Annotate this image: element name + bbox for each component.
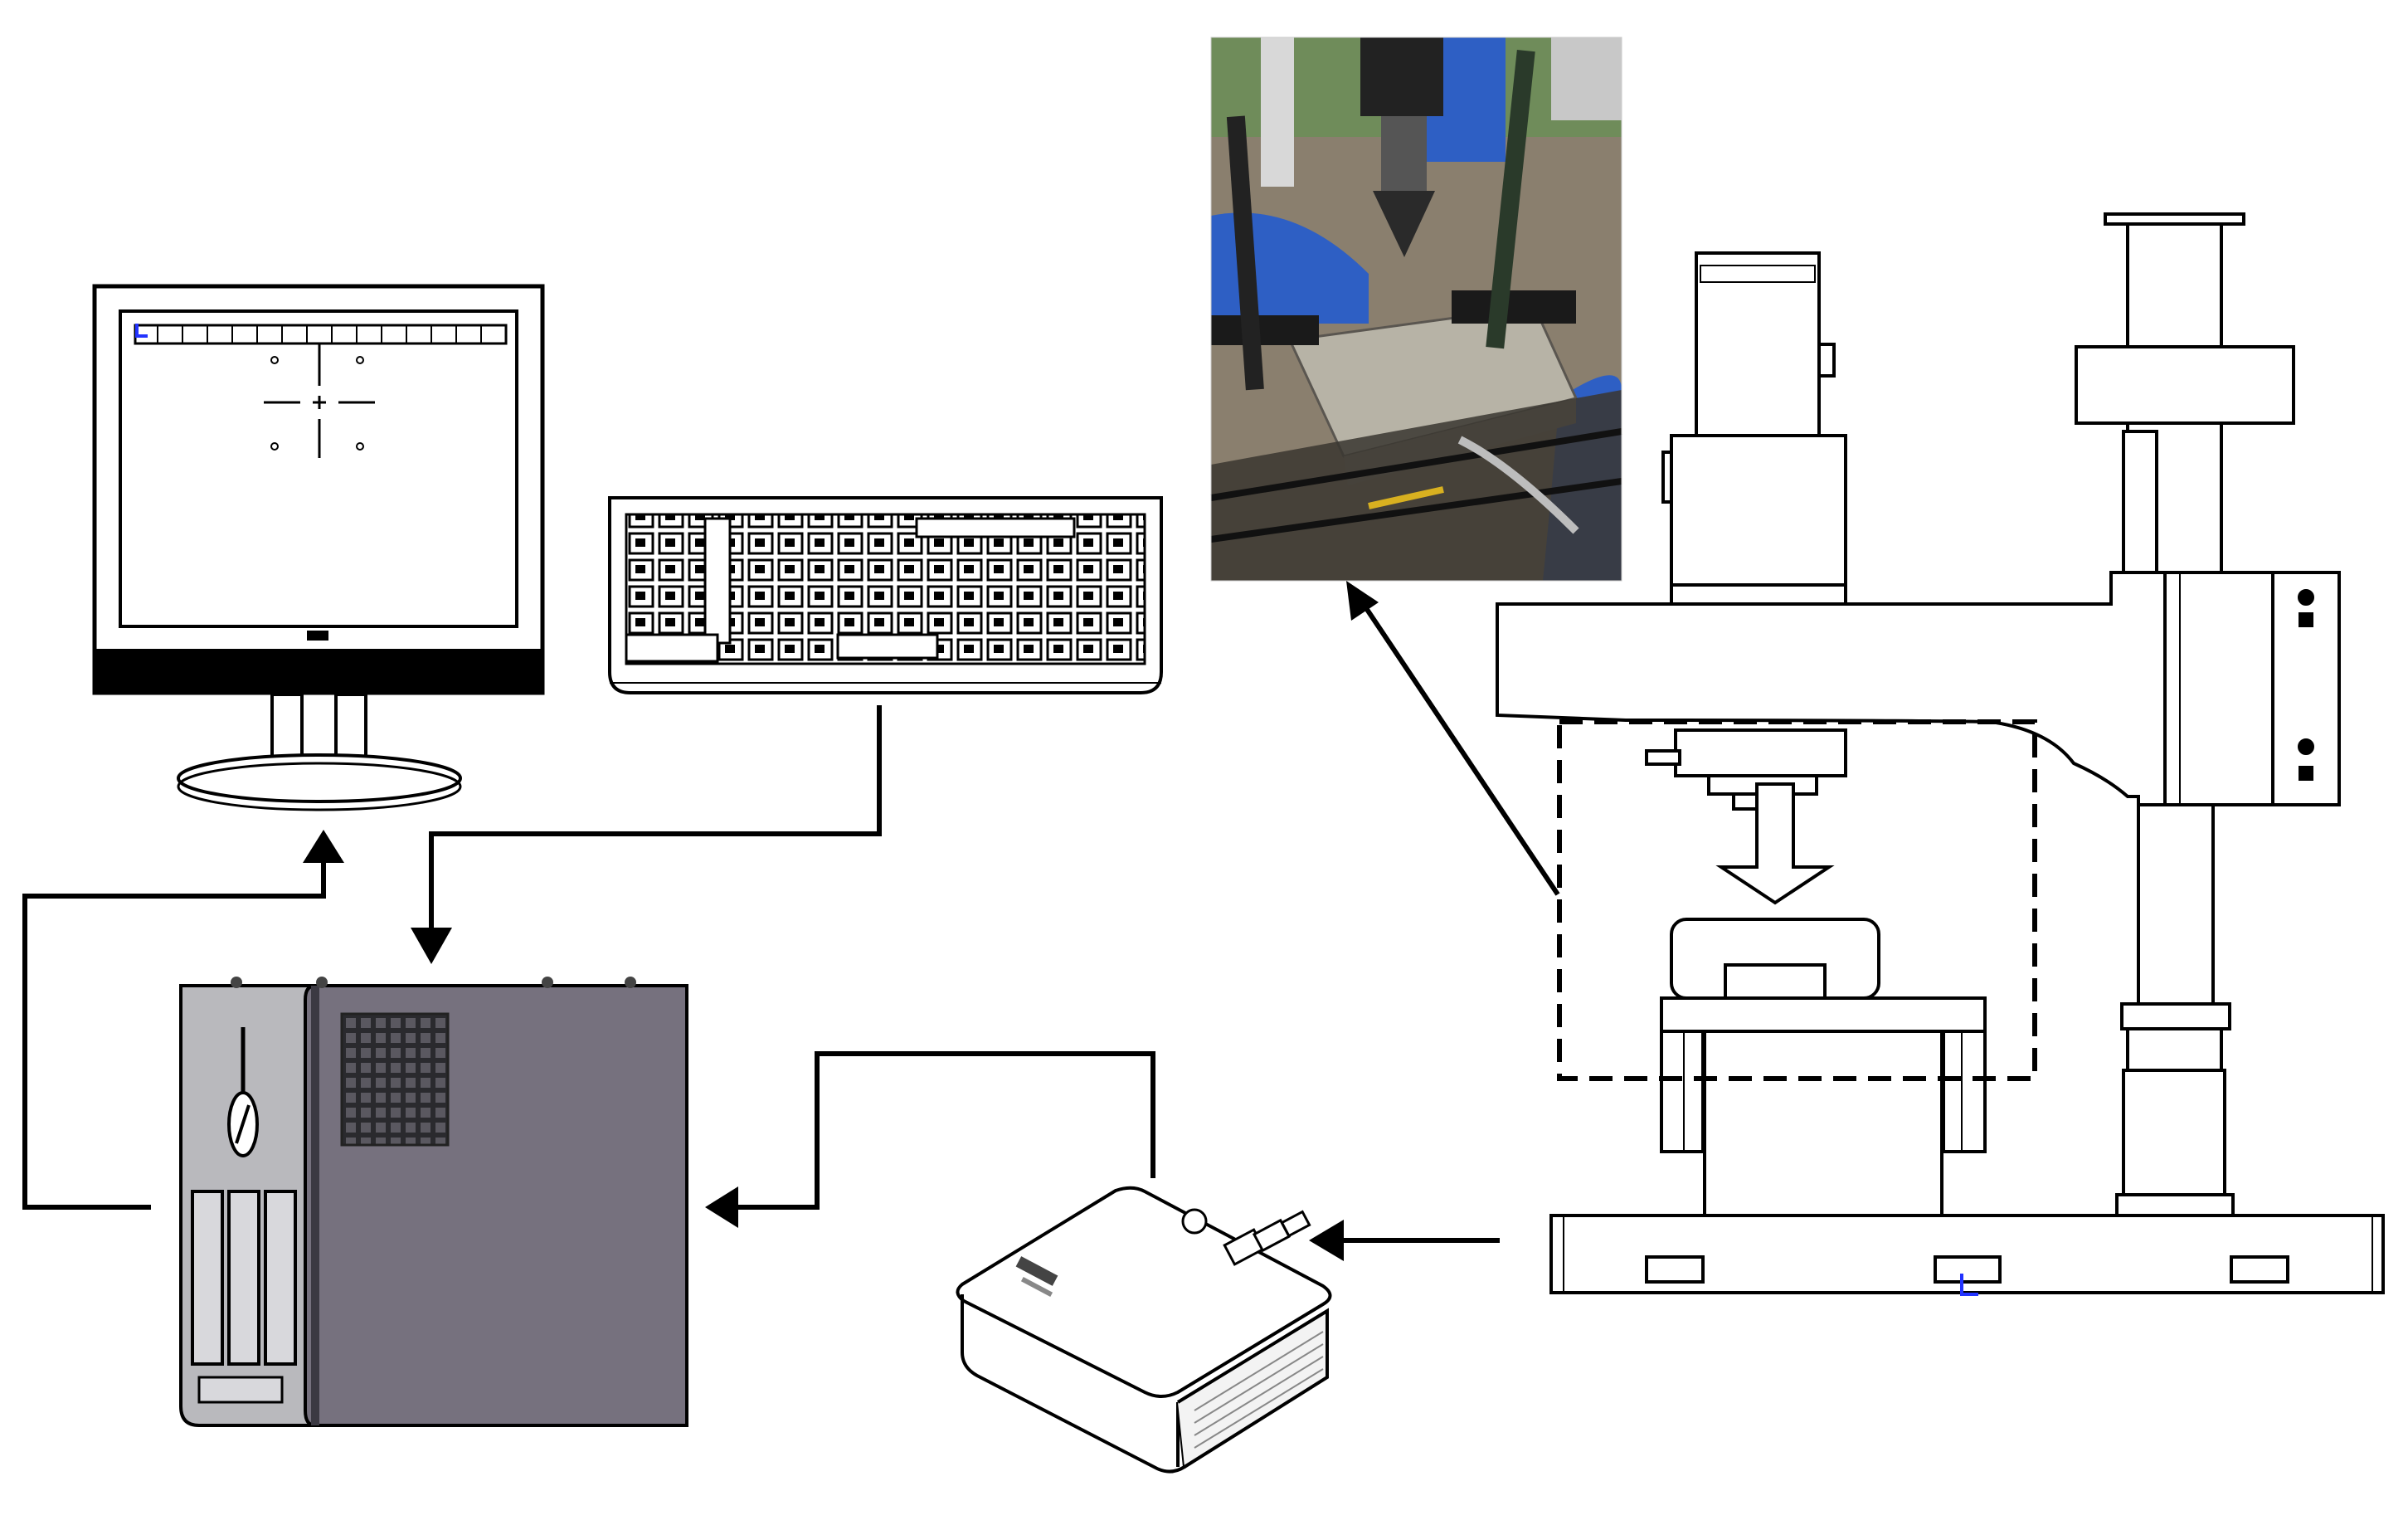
drill-detail-region (1557, 719, 2037, 1081)
connector-plug-icon (1181, 1208, 1311, 1266)
desktop-tower-icon (179, 977, 688, 1427)
computer-to-monitor-arrow (22, 859, 326, 1210)
keyboard-to-computer-arrow (429, 705, 882, 946)
connection-lines (22, 581, 1560, 1261)
daq-to-computer-arrow (734, 1051, 1155, 1210)
keyboard-icon (608, 496, 1163, 694)
crosshair-icon (264, 344, 375, 458)
drilling-specimen-photo (1210, 37, 1622, 582)
screen-toolbar-ticks (157, 325, 482, 343)
data-acquisition-box-icon (956, 1186, 1332, 1474)
region-to-photo-arrow (1362, 604, 1560, 896)
computer-monitor-icon (92, 284, 545, 811)
radial-drilling-machine-icon (1496, 212, 2385, 1296)
